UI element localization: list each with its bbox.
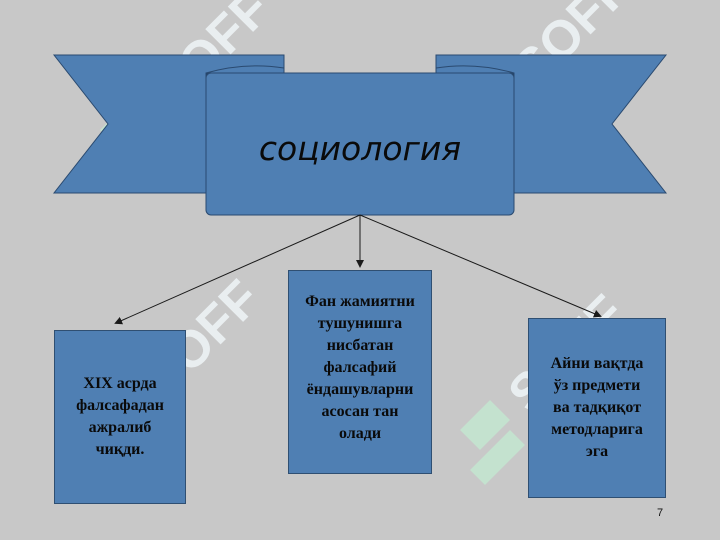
box-center: Фан жамиятни тушунишга нисбатан фалсафий… bbox=[288, 270, 432, 474]
box-right: Айни вақтда ўз предмети ва тадқиқот мето… bbox=[528, 318, 666, 498]
banner-ribbon bbox=[52, 54, 668, 216]
box-left: XIX асрда фалсафадан ажралиб чиқди. bbox=[54, 330, 186, 504]
page-number: 7 bbox=[656, 507, 664, 519]
arrow-to-right-box bbox=[359, 214, 602, 318]
banner-title: социология bbox=[258, 128, 462, 168]
arrow-to-left-box bbox=[114, 214, 361, 325]
connector-arrows bbox=[114, 214, 602, 325]
